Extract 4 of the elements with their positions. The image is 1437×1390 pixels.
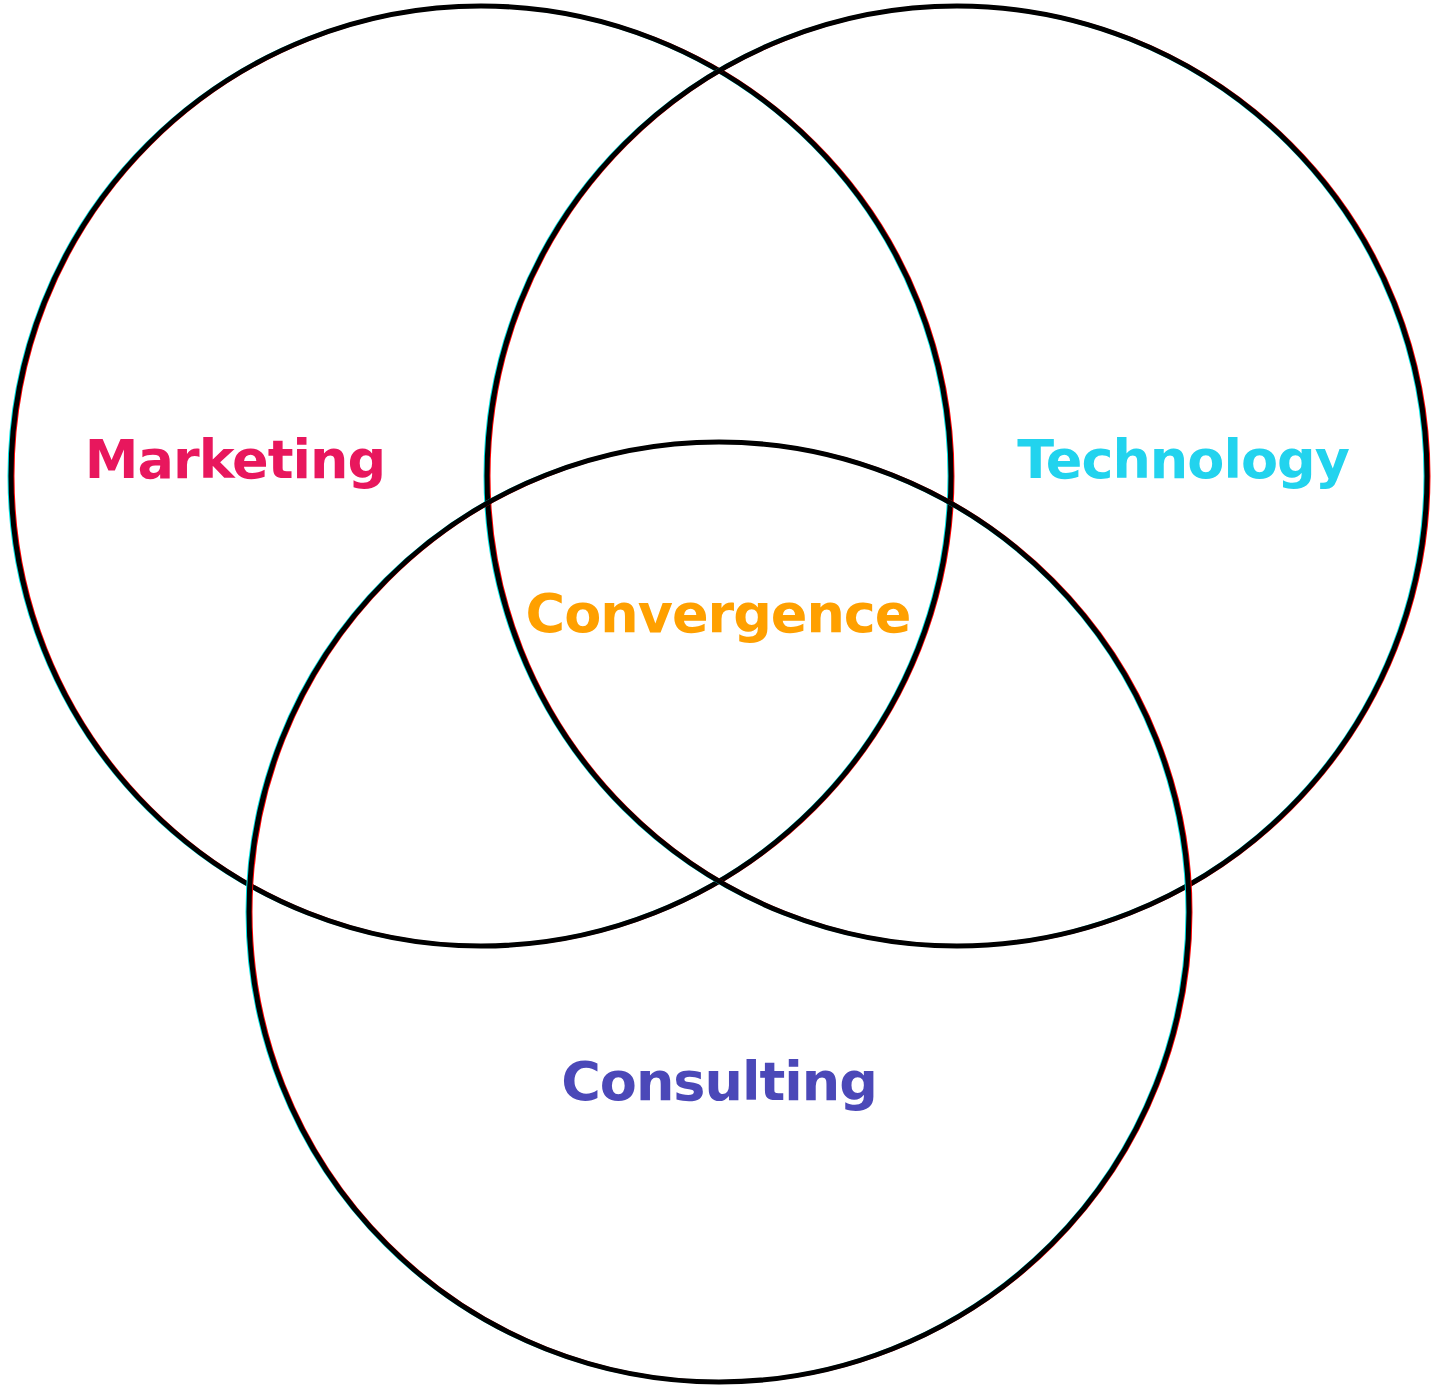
circle-label: Technology — [1017, 427, 1349, 491]
circle-label: Marketing — [84, 427, 386, 491]
circle-label: Consulting — [561, 1049, 877, 1113]
overlap-label: Convergence — [525, 581, 911, 645]
